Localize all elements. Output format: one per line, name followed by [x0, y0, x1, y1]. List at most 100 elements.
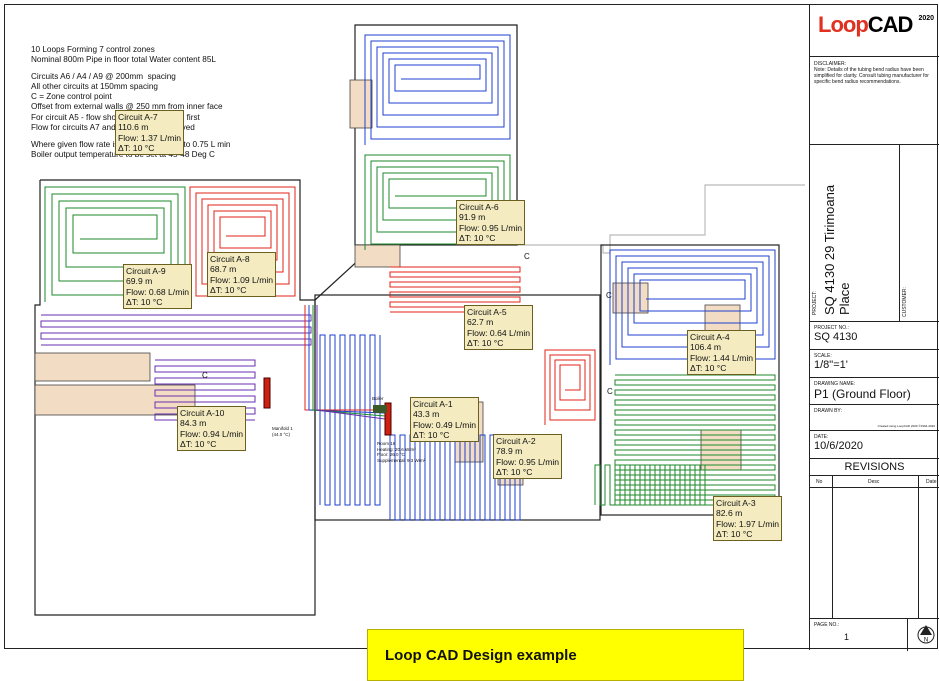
- disclaimer-heading: DISCLAIMER:: [814, 61, 846, 67]
- pipe-loop: [609, 249, 776, 365]
- note-line: Offset from external walls @ 250 mm from…: [31, 102, 223, 112]
- circuit-name: Circuit A-3: [716, 498, 756, 508]
- project-no: SQ 4130: [814, 331, 858, 343]
- note-line: All other circuits at 150mm spacing: [31, 82, 158, 92]
- walls: [34, 24, 805, 616]
- circuit-length: 69.9 m: [126, 276, 153, 287]
- boiler-label: Boiler: [372, 396, 384, 401]
- circuit-flow: Flow: 0.64 L/min: [467, 327, 531, 338]
- drawing-name-label: DRAWING NAME:: [814, 381, 856, 387]
- circuit-flow: Flow: 0.49 L/min: [413, 419, 477, 430]
- zone-control-point: C: [606, 291, 612, 300]
- circuit-length: 84.3 m: [180, 418, 207, 429]
- feed-pipe: [304, 305, 385, 411]
- disclaimer-text: Note: Details of the tubing bend radius …: [814, 67, 929, 85]
- manifold-label: Manifold 1 (44.0 °C): [272, 426, 293, 437]
- scale-section: SCALE: 1/8"=1': [810, 350, 939, 378]
- circuit-dt: ΔT: 10 °C: [126, 296, 163, 307]
- feed-pipe: [312, 305, 386, 417]
- circuit-length: 78.9 m: [496, 446, 523, 457]
- circuit-dt: ΔT: 10 °C: [467, 337, 504, 348]
- circuit-name: Circuit A-2: [496, 436, 536, 446]
- circuit-dt: ΔT: 10 °C: [716, 528, 753, 539]
- circuit-flow: Flow: 1.44 L/min: [690, 352, 754, 363]
- note-line: Circuits A6 / A4 / A9 @ 200mm spacing: [31, 72, 176, 82]
- pipe-loop: [364, 34, 511, 145]
- note-line: C = Zone control point: [31, 92, 112, 102]
- page-no: 1: [844, 632, 850, 642]
- circuit-name: Circuit A-4: [690, 332, 730, 342]
- feed-pipe: [316, 305, 386, 420]
- pipe-loop: [614, 374, 776, 506]
- scale-label: SCALE:: [814, 353, 832, 359]
- scale-value: 1/8"=1': [814, 359, 848, 371]
- date-value: 10/6/2020: [814, 440, 863, 452]
- circuit-length: 68.7 m: [210, 264, 237, 275]
- rev-no: No: [816, 479, 823, 485]
- circuit-flow: Flow: 0.95 L/min: [459, 222, 523, 233]
- pipe-loop: [154, 359, 256, 421]
- rev-date: Date: [926, 479, 937, 485]
- circuit-name: Circuit A-10: [180, 408, 225, 418]
- note-line: [31, 65, 230, 72]
- circuit-name: Circuit A-5: [467, 307, 507, 317]
- pipe-loop: [389, 266, 521, 313]
- date-section: DATE: 10/6/2020: [810, 431, 939, 459]
- pipe-loop: [594, 464, 706, 506]
- circuit-length: 62.7 m: [467, 317, 494, 328]
- circuit-flow: Flow: 0.94 L/min: [180, 428, 244, 439]
- pipe-loop: [389, 434, 521, 521]
- circuit-dt: ΔT: 10 °C: [496, 466, 533, 477]
- circuit-dt: ΔT: 10 °C: [690, 362, 727, 373]
- project-no-label: PROJECT NO.:: [814, 325, 849, 331]
- circuit-dt: ΔT: 10 °C: [118, 142, 155, 153]
- circuit-length: 43.3 m: [413, 409, 440, 420]
- circuit-length: 106.4 m: [690, 342, 722, 353]
- revisions-header-row: No Desc Date: [810, 476, 939, 618]
- circuit-flow: Flow: 1.97 L/min: [716, 518, 780, 529]
- project-name: SQ 4130 29 Tirimoana Place: [822, 184, 852, 315]
- project-no-section: PROJECT NO.: SQ 4130: [810, 322, 939, 350]
- drawing-name-section: DRAWING NAME: P1 (Ground Floor): [810, 378, 939, 405]
- circuit-dt: ΔT: 10 °C: [180, 438, 217, 449]
- customer-label: CUSTOMER:: [902, 287, 908, 317]
- manifold-2: [384, 402, 392, 436]
- circuit-name: Circuit A-9: [126, 266, 166, 276]
- circuit-name: Circuit A-7: [118, 112, 158, 122]
- date-label: DATE:: [814, 434, 829, 440]
- drawing-name: P1 (Ground Floor): [814, 387, 911, 401]
- circuit-name: Circuit A-8: [210, 254, 250, 264]
- zone-control-point: C: [607, 387, 613, 396]
- note-line: Nominal 800m Pipe in floor total Water c…: [31, 55, 216, 65]
- circuit-name: Circuit A-1: [413, 399, 453, 409]
- note-line: 10 Loops Forming 7 control zones: [31, 45, 155, 54]
- pipe-loop: [40, 314, 312, 346]
- svg-text:N: N: [924, 638, 928, 644]
- circuit-flow: Flow: 1.37 L/min: [118, 132, 182, 143]
- page-no-section: PAGE NO.: 1 N: [810, 618, 939, 651]
- project-label: PROJECT:: [812, 290, 818, 315]
- caption-banner: Loop CAD Design example: [367, 629, 744, 681]
- circuit-dt: ΔT: 10 °C: [413, 429, 450, 440]
- project-section: PROJECT: SQ 4130 29 Tirimoana Place CUST…: [810, 145, 939, 322]
- zone-control-point: C: [202, 371, 208, 380]
- revisions-heading: REVISIONS: [810, 459, 939, 476]
- pipe-loop: [544, 349, 596, 425]
- circuit-length: 110.6 m: [118, 122, 149, 133]
- circuit-length: 91.9 m: [459, 212, 486, 223]
- rev-desc: Desc: [868, 479, 880, 485]
- circuit-dt: ΔT: 10 °C: [459, 232, 496, 243]
